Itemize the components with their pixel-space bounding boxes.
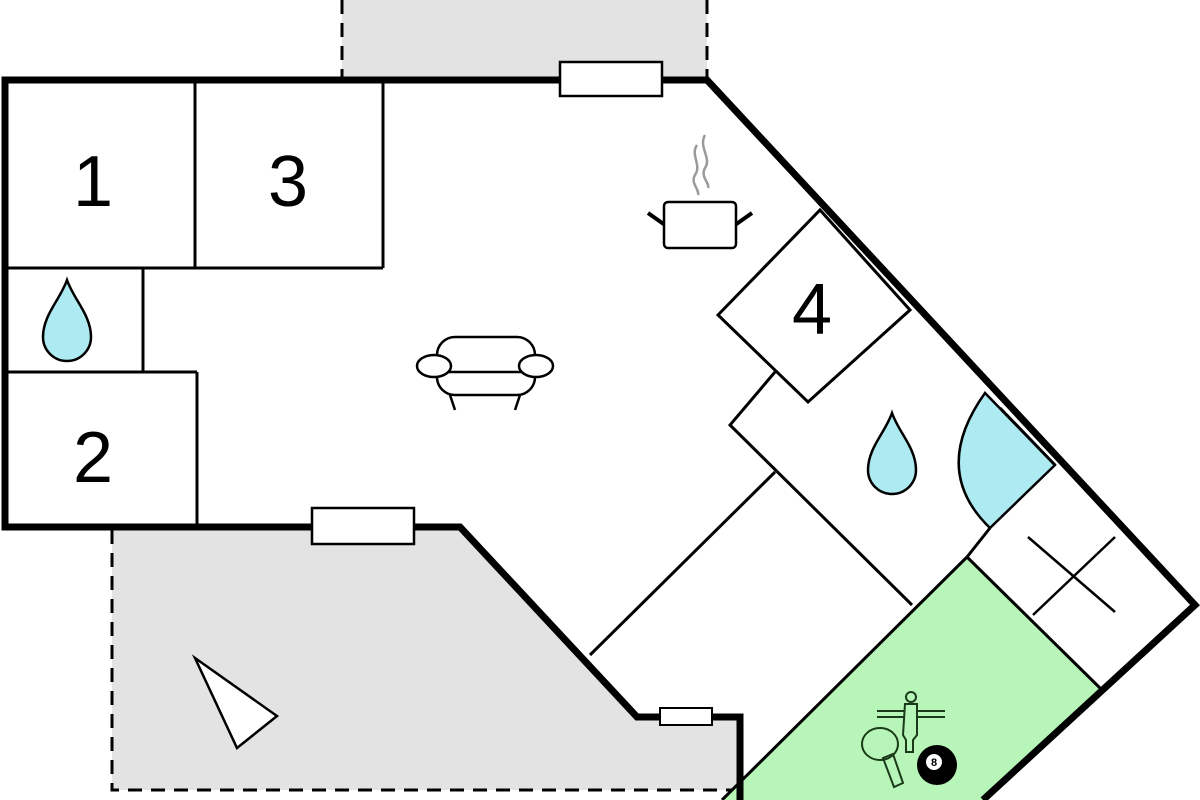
billiard-ball-icon: 8 (917, 745, 957, 785)
window-icon (659, 707, 713, 726)
shower-door-icon (957, 391, 1057, 530)
terrace-bottom (110, 530, 740, 792)
room-label-3: 3 (268, 142, 308, 222)
compass-triangle-icon (191, 654, 280, 750)
game-room (722, 557, 1100, 800)
room-label-2: 2 (73, 418, 113, 498)
sofa-icon (415, 335, 555, 411)
inner-walls (5, 80, 1102, 800)
window-icon (558, 60, 664, 98)
water-drop-icon (866, 409, 918, 496)
table-foosball-icon (877, 691, 945, 753)
water-drop-icon (41, 276, 93, 363)
cross-mark-icon (1027, 536, 1116, 616)
room-label-4: 4 (792, 270, 832, 350)
room-label-1: 1 (73, 142, 113, 222)
window-icon (310, 506, 416, 546)
cooking-pot-icon (646, 134, 754, 250)
billiard-ball-number: 8 (931, 757, 937, 769)
ping-pong-icon (861, 727, 905, 789)
